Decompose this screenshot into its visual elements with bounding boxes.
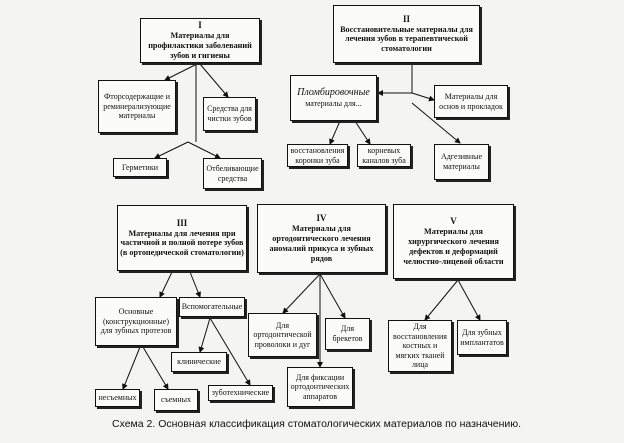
removable-box: съемных (154, 389, 198, 411)
fixed-box: несъемных (95, 389, 140, 407)
group-4-box: IV Материалы для ортодонтического лечени… (257, 204, 386, 273)
group-5-number: V (450, 216, 457, 227)
group-1-number: I (198, 20, 202, 31)
implants-box: Для зубных имплантатов (457, 320, 507, 355)
whitening-box: Отбеливающие средства (203, 158, 262, 189)
label: Материалы для основ и прокладок (439, 91, 503, 111)
sealants-box: Герметики (113, 158, 167, 177)
arrow (142, 346, 169, 390)
label: Фторсодержащие и реминерализующие матери… (103, 92, 171, 121)
group-3-box: III Материалы для лечения при частичной … (117, 205, 247, 271)
group-1-title: Материалы для профилактики заболеваний з… (148, 31, 252, 60)
label: Для фиксации ортодонтических аппаратов (290, 372, 350, 401)
group-4-number: IV (316, 213, 327, 224)
figure-caption: Схема 2. Основная классификация стоматол… (112, 418, 522, 430)
structural-box: Основные (конструкционные) для зубных пр… (95, 297, 177, 346)
label: Для зубных имплантатов (460, 327, 504, 347)
label: съемных (161, 395, 191, 405)
label: Вспомогательные (181, 302, 243, 312)
toothcleaning-box: Средства для чистки зубов (203, 97, 256, 131)
ortho-fixation-box: Для фиксации ортодонтических аппаратов (287, 367, 353, 407)
group-1-box: I Материалы для профилактики заболеваний… (140, 18, 260, 63)
arrow (198, 317, 211, 353)
label: Герметики (121, 162, 158, 172)
label: Для брекетов (332, 324, 363, 343)
auxiliary-box: Вспомогательные (179, 297, 245, 317)
arrow (354, 120, 371, 145)
arrow (424, 279, 459, 321)
label: зуботехнические (211, 388, 270, 398)
arrow (122, 346, 141, 390)
label: корневых каналов зуба (362, 145, 406, 165)
group-3-number: III (176, 217, 188, 228)
arrow (411, 92, 435, 102)
clinical-box: клинические (171, 352, 227, 372)
arrow (411, 102, 461, 144)
group-3-title: Материалы для лечения при частичной и по… (120, 228, 244, 258)
label: восстановления коронки зуба (290, 145, 345, 165)
arrow (189, 271, 201, 298)
crown-restoration-box: восстановления коронки зуба (287, 144, 348, 167)
arrow (154, 141, 189, 159)
brackets-box: Для брекетов (325, 318, 370, 350)
label: Для восстановления костных и мягких ткан… (393, 322, 447, 370)
filling-sub: материалы для... (305, 99, 362, 109)
arrow (159, 271, 173, 298)
dental-lab-box: зуботехнические (208, 385, 273, 401)
arrow (187, 141, 221, 159)
group-2-box: II Восстановительные материалы для лечен… (333, 5, 480, 63)
adhesive-box: Адгезивные материалы (434, 144, 489, 180)
arrow (282, 273, 321, 314)
group-2-number: II (402, 13, 410, 24)
group-4-title: Материалы для ортодонтического лечения а… (269, 224, 374, 263)
arrow (457, 279, 481, 321)
fluoride-materials-box: Фторсодержащие и реминерализующие матери… (98, 80, 176, 133)
tissue-restoration-box: Для восстановления костных и мягких ткан… (388, 320, 452, 372)
group-2-title: Восстановительные материалы для лечения … (340, 24, 473, 54)
filling-materials-box: Пломбировочные материалы для... (290, 75, 377, 121)
label: клинические (177, 357, 221, 367)
arrow (199, 63, 229, 98)
label: Основные (конструкционные) для зубных пр… (100, 307, 172, 336)
root-canals-box: корневых каналов зуба (357, 144, 411, 167)
label: Адгезивные материалы (440, 152, 483, 171)
arrow (209, 317, 251, 386)
arrow (319, 273, 346, 319)
ortho-wire-box: Для ортодонтической проволоки и дуг (248, 313, 317, 357)
label: Средства для чистки зубов (207, 104, 252, 123)
arrow (164, 63, 198, 81)
label: несъемных (98, 393, 137, 403)
label: Для ортодонтической проволоки и дуг (253, 320, 312, 349)
filling-head: Пломбировочные (297, 87, 370, 99)
bases-liners-box: Материалы для основ и прокладок (434, 85, 508, 118)
arrow (329, 120, 341, 145)
label: Отбеливающие средства (206, 163, 259, 183)
group-5-box: V Материалы для хирургического лечения д… (393, 204, 514, 279)
group-5-title: Материалы для хирургического лечения деф… (403, 227, 504, 266)
